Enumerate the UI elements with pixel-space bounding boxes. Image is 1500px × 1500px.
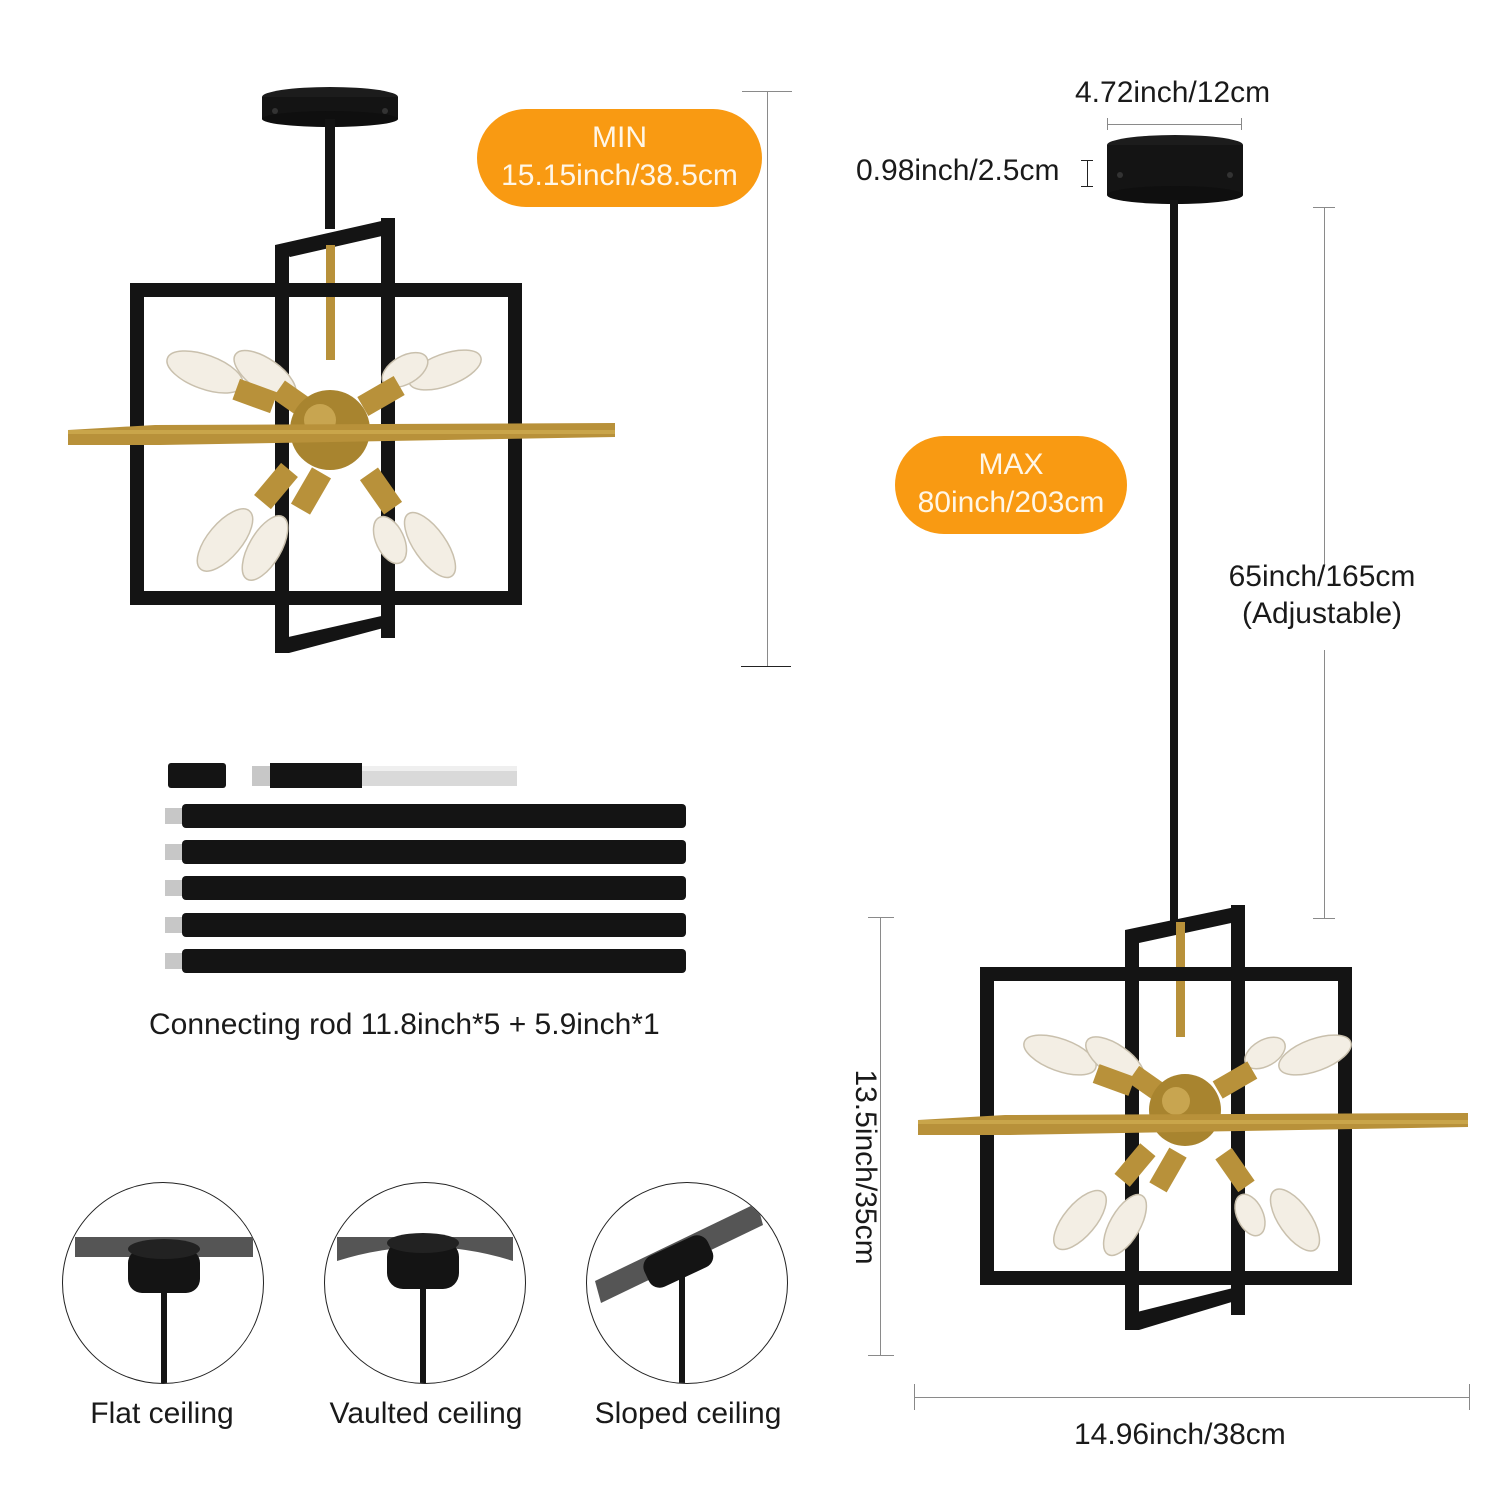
rod-length-dimension-line-upper	[1324, 207, 1325, 567]
max-pill-title: MAX	[978, 448, 1044, 481]
min-pill-title: MIN	[592, 121, 647, 154]
left-fixture-illustration	[60, 85, 630, 675]
max-pill-value: 80inch/203cm	[917, 486, 1105, 519]
canopy-width-right-tick	[1241, 118, 1242, 130]
body-width-right-tick	[1469, 1384, 1470, 1410]
min-height-dimension-line	[767, 91, 768, 666]
canopy-width-dimension-line	[1107, 124, 1241, 125]
canopy-width-label: 4.72inch/12cm	[1075, 76, 1271, 109]
canopy-height-top-tick	[1081, 160, 1093, 161]
min-height-pill: MIN 15.15inch/38.5cm	[477, 109, 762, 207]
rod-length-dimension-line-lower	[1324, 650, 1325, 918]
rod-length-note: (Adjustable)	[1241, 597, 1403, 630]
body-height-label: 13.5inch/35cm	[849, 1069, 882, 1265]
flat-ceiling-icon	[62, 1182, 264, 1384]
body-height-top-tick	[868, 917, 894, 918]
rod-length-label: 65inch/165cm (Adjustable)	[1222, 558, 1422, 632]
max-height-pill: MAX 80inch/203cm	[895, 436, 1127, 534]
canopy-width-left-tick	[1107, 118, 1108, 130]
flat-ceiling-label: Flat ceiling	[90, 1397, 234, 1430]
body-height-dimension-line	[880, 917, 881, 1355]
body-width-label: 14.96inch/38cm	[1074, 1418, 1286, 1451]
connecting-rod-caption: Connecting rod 11.8inch*5 + 5.9inch*1	[149, 1008, 660, 1041]
rod-dim-bottom-tick	[1313, 918, 1335, 919]
canopy-height-dimension-line	[1087, 160, 1088, 186]
vaulted-ceiling-label: Vaulted ceiling	[329, 1397, 523, 1430]
right-fixture-illustration	[910, 135, 1480, 1355]
body-height-bottom-tick	[868, 1355, 894, 1356]
sloped-ceiling-icon	[586, 1182, 788, 1384]
canopy-height-bottom-tick	[1081, 186, 1093, 187]
vaulted-ceiling-icon	[324, 1182, 526, 1384]
sloped-ceiling-label: Sloped ceiling	[594, 1397, 782, 1430]
min-dim-bottom-tick	[741, 666, 791, 667]
rod-length-value: 65inch/165cm	[1228, 560, 1416, 593]
rod-coupler	[168, 763, 226, 788]
connecting-rods-illustration	[160, 760, 700, 975]
canopy-height-label: 0.98inch/2.5cm	[856, 154, 1060, 187]
min-pill-value: 15.15inch/38.5cm	[501, 159, 738, 192]
body-width-dimension-line	[914, 1397, 1470, 1398]
